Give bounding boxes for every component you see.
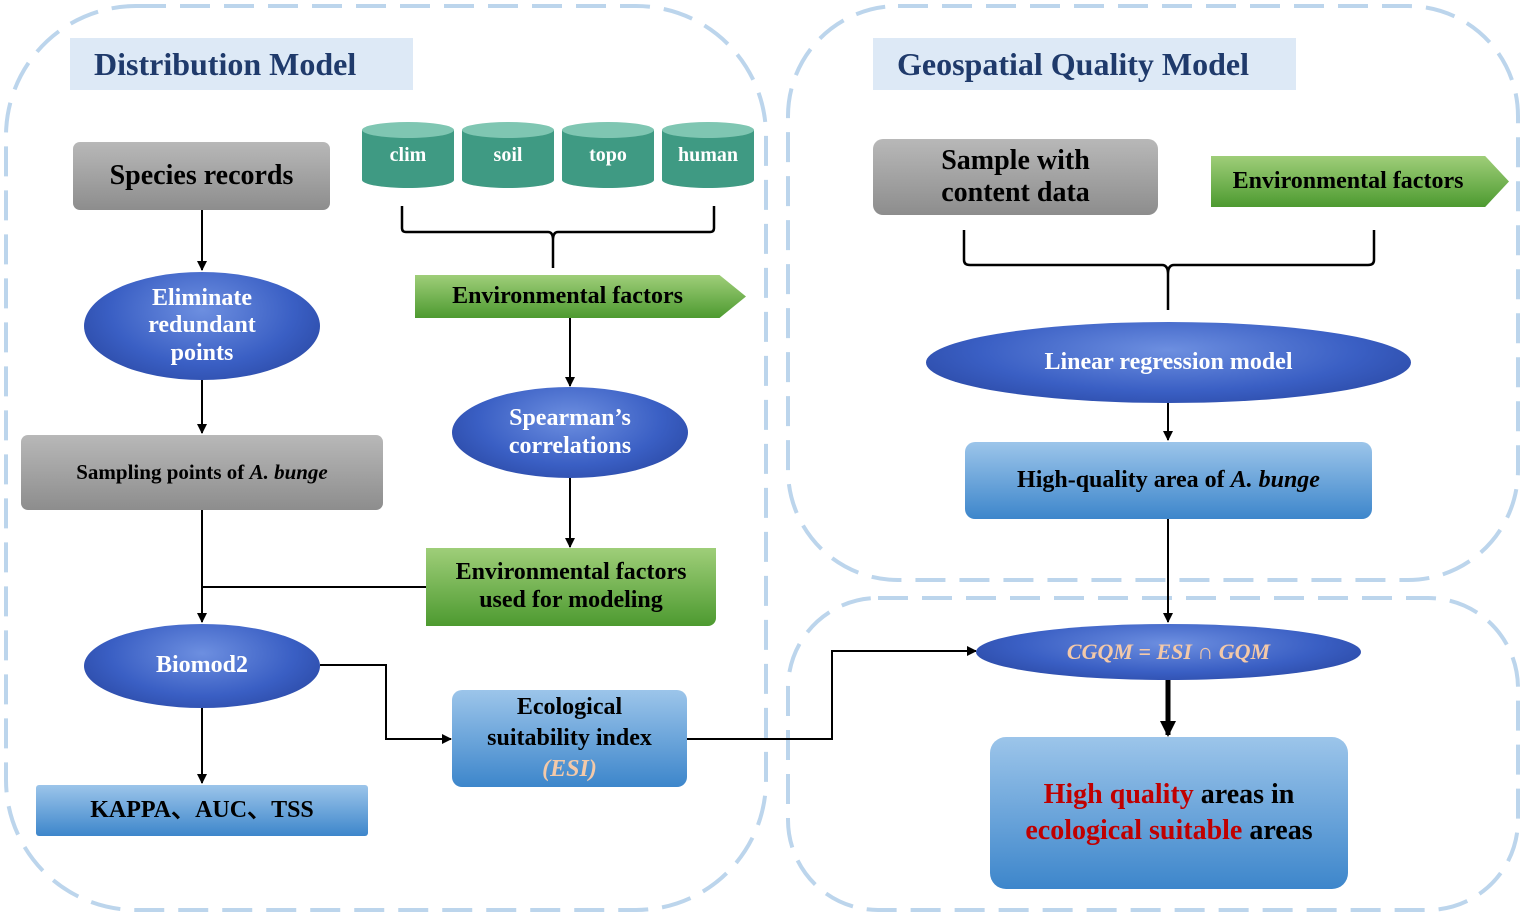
esi-line-3: (ESI) [542, 756, 597, 783]
cgqm-ellipse: CGQM = ESI ∩ GQM [976, 624, 1361, 680]
esi-line-2: suitability index [487, 724, 652, 751]
esi-box: Ecological suitability index (ESI) [452, 690, 687, 787]
environmental-factors-left-label: Environmental factors [452, 282, 683, 309]
final-line-2: ecological suitable areas [1025, 815, 1313, 846]
eliminate-line-1: Eliminate [152, 284, 252, 311]
final-line-1: High quality areas in [1043, 778, 1295, 810]
high-quality-area-box: High-quality area of A. bunge [965, 442, 1372, 519]
environmental-factors-left: Environmental factors [415, 275, 746, 318]
geospatial-panel-border [786, 4, 1520, 582]
distribution-model-title: Distribution Model [70, 38, 413, 90]
arrow-esi-to-cgqm [687, 646, 977, 740]
database-human-label: human [677, 144, 739, 166]
metrics-box: KAPPA、AUC、TSS [36, 785, 368, 836]
geospatial-brace [962, 230, 1376, 275]
metrics-label: KAPPA、AUC、TSS [90, 796, 314, 823]
linear-regression-ellipse: Linear regression model [926, 322, 1411, 403]
database-topo: topo [562, 122, 654, 188]
database-soil-label: soil [493, 144, 523, 166]
database-clim: clim [362, 122, 454, 188]
database-human: human [662, 122, 754, 188]
sample-line-2: content data [941, 177, 1090, 208]
spearman-ellipse: Spearman’s correlations [452, 387, 688, 478]
esi-line-1: Ecological [516, 693, 623, 720]
spearman-line-2: correlations [508, 432, 632, 459]
eliminate-line-2: redundant [148, 312, 256, 339]
database-topo-label: topo [589, 144, 627, 166]
sample-line-1: Sample with [941, 144, 1090, 176]
linear-regression-label: Linear regression model [1044, 348, 1293, 375]
arrow-biomod-to-esi [320, 664, 452, 744]
database-brace [400, 206, 716, 241]
environmental-factors-right: Environmental factors [1211, 156, 1509, 207]
env-used-line-2: used for modeling [479, 587, 663, 613]
biomod2-label: Biomod2 [155, 652, 248, 679]
env-used-line-1: Environmental factors [455, 559, 687, 586]
sampling-points-label: Sampling points of A. bunge [76, 460, 328, 485]
database-clim-label: clim [389, 144, 427, 166]
combined-panel-border [786, 596, 1520, 912]
biomod2-ellipse: Biomod2 [84, 624, 320, 708]
sampling-points-box: Sampling points of A. bunge [21, 435, 383, 510]
high-quality-area-label: High-quality area of A. bunge [1017, 466, 1320, 493]
sample-content-box: Sample with content data [873, 139, 1158, 215]
eliminate-line-3: points [170, 339, 234, 366]
geospatial-quality-model-title: Geospatial Quality Model [873, 38, 1296, 90]
env-factors-for-modeling-box: Environmental factors used for modeling [426, 548, 716, 626]
species-records-label: Species records [109, 159, 294, 191]
final-result-box: High quality areas in ecological suitabl… [990, 737, 1348, 889]
species-records-box: Species records [73, 142, 330, 210]
spearman-line-1: Spearman’s [509, 404, 631, 431]
database-soil: soil [462, 122, 554, 188]
cgqm-formula: CGQM = ESI ∩ GQM [1066, 639, 1271, 665]
distribution-panel-border [4, 4, 768, 912]
environmental-factors-right-label: Environmental factors [1232, 167, 1464, 194]
eliminate-redundant-ellipse: Eliminate redundant points [84, 272, 320, 380]
